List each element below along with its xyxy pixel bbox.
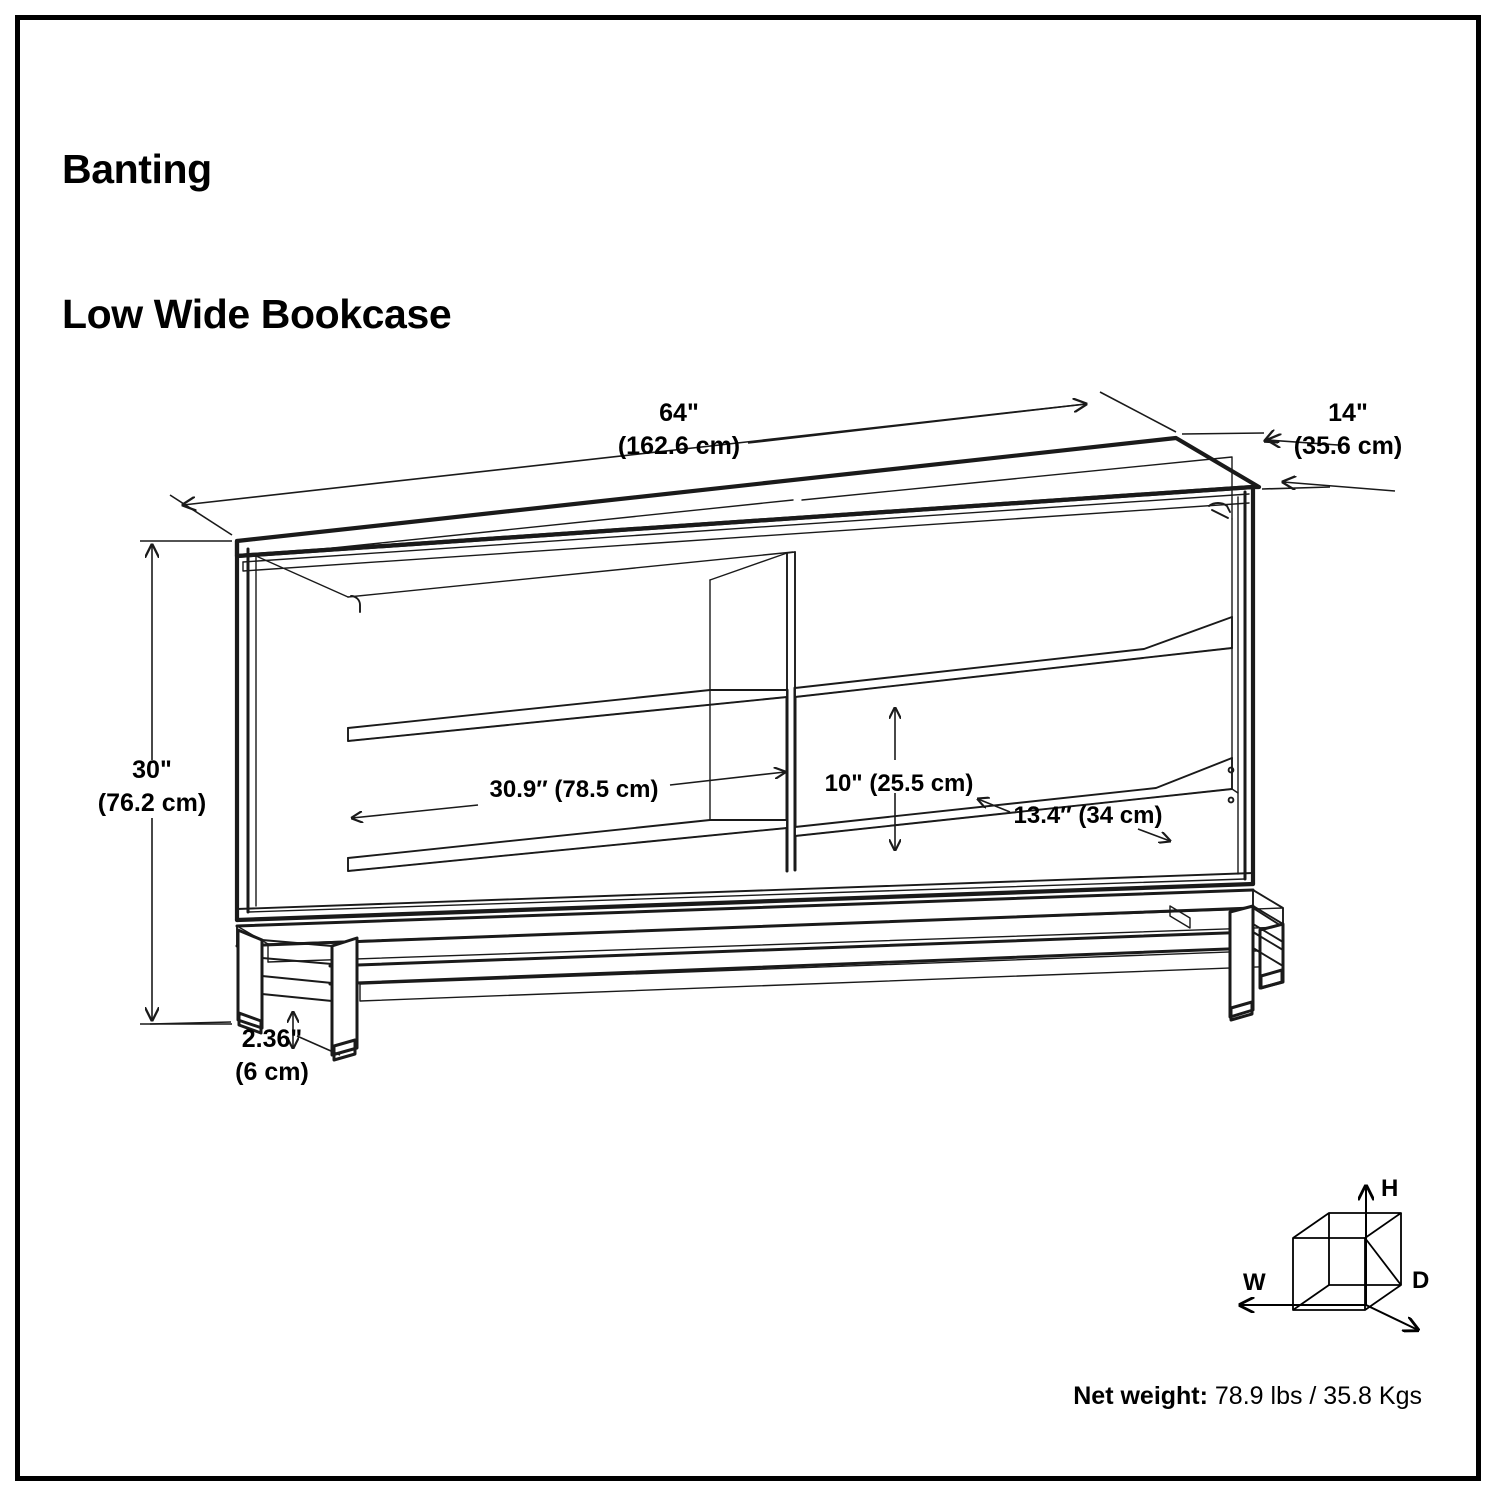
dimension-depth: 14" (35.6 cm)	[1181, 399, 1402, 492]
dimension-shelf-width-label: 30.9″ (78.5 cm)	[490, 776, 659, 803]
page-title: Banting Low Wide Bookcase	[62, 48, 452, 435]
carcass-bottom	[234, 872, 1256, 923]
right-side-panel	[1231, 484, 1256, 887]
title-line-product-line: Banting	[62, 145, 212, 192]
left-bay-back-diag	[255, 555, 349, 598]
base-rail-left-mid2	[261, 993, 333, 1002]
dimension-width: 64" (162.6 cm)	[169, 391, 1177, 536]
dimension-height: 30" (76.2 cm)	[98, 540, 232, 1025]
dimension-height-metric: (76.2 cm)	[98, 789, 206, 817]
dimension-leg-height-imperial: 2.36"	[242, 1025, 303, 1053]
leg-front-left	[330, 936, 359, 1062]
base-rail-right-mid	[1252, 947, 1284, 967]
left-bay-back-top	[347, 551, 794, 598]
upper-shelf-left	[347, 689, 788, 742]
metal-base-frame	[235, 888, 1285, 1062]
shelf-pin-right-icon	[1208, 502, 1231, 513]
dimension-leg-height: 2.36" (6 cm)	[149, 1012, 341, 1086]
base-rail-left-top	[261, 939, 333, 947]
dimension-depth-metric: (35.6 cm)	[1294, 432, 1402, 460]
base-rail-left-top2	[261, 957, 333, 965]
upper-shelf-right	[794, 616, 1233, 698]
shelf-pin-hole	[1227, 796, 1235, 804]
title-line-product-name: Low Wide Bookcase	[62, 290, 452, 337]
hwd-axis-legend: H W D	[1240, 1175, 1429, 1330]
rear-foot-hint	[1169, 905, 1191, 929]
dimension-shelf-height-label: 10" (25.5 cm)	[825, 770, 974, 797]
legend-label-h: H	[1381, 1175, 1398, 1202]
dimension-width-metric: (162.6 cm)	[618, 432, 740, 460]
bottom-panel-left	[347, 689, 788, 872]
dimension-depth-imperial: 14"	[1328, 399, 1368, 427]
net-weight: Net weight: 78.9 lbs / 35.8 Kgs	[1073, 1382, 1422, 1411]
dimension-leg-height-metric: (6 cm)	[235, 1058, 309, 1086]
left-side-panel	[234, 538, 257, 923]
dimension-height-imperial: 30"	[132, 756, 172, 784]
bottom-panel-right	[794, 647, 1233, 837]
page-border	[15, 15, 1481, 1481]
shelf-pin-hole	[1227, 766, 1235, 774]
base-rail-right-top	[1252, 905, 1284, 925]
legend-axis-d	[1365, 1304, 1418, 1330]
leg-back-right	[1258, 922, 1285, 990]
base-rail-left-mid	[261, 975, 333, 984]
net-weight-label: Net weight:	[1073, 1382, 1208, 1410]
shelf-pin-left-icon	[350, 595, 361, 613]
bookcase-body	[234, 435, 1262, 923]
shelf-pin-right-icon-line	[1211, 509, 1229, 519]
base-rail-right-mid2	[1252, 931, 1284, 951]
dimension-shelf-depth-label: 13.4″ (34 cm)	[1014, 802, 1163, 829]
legend-cube-icon	[1292, 1212, 1402, 1311]
dimension-shelf-width: 30.9″ (78.5 cm)	[352, 772, 785, 818]
dimension-shelf-height: 10" (25.5 cm)	[825, 708, 974, 850]
base-rail-right-top2	[1252, 923, 1284, 943]
net-weight-value: 78.9 lbs / 35.8 Kgs	[1214, 1382, 1422, 1410]
dimension-shelf-depth: 13.4″ (34 cm)	[978, 799, 1170, 841]
dimension-width-imperial: 64"	[659, 399, 699, 427]
leg-front-right	[1228, 904, 1255, 1022]
legend-label-w: W	[1243, 1269, 1266, 1296]
legend-label-d: D	[1412, 1267, 1429, 1294]
leg-back-left	[236, 928, 264, 1035]
